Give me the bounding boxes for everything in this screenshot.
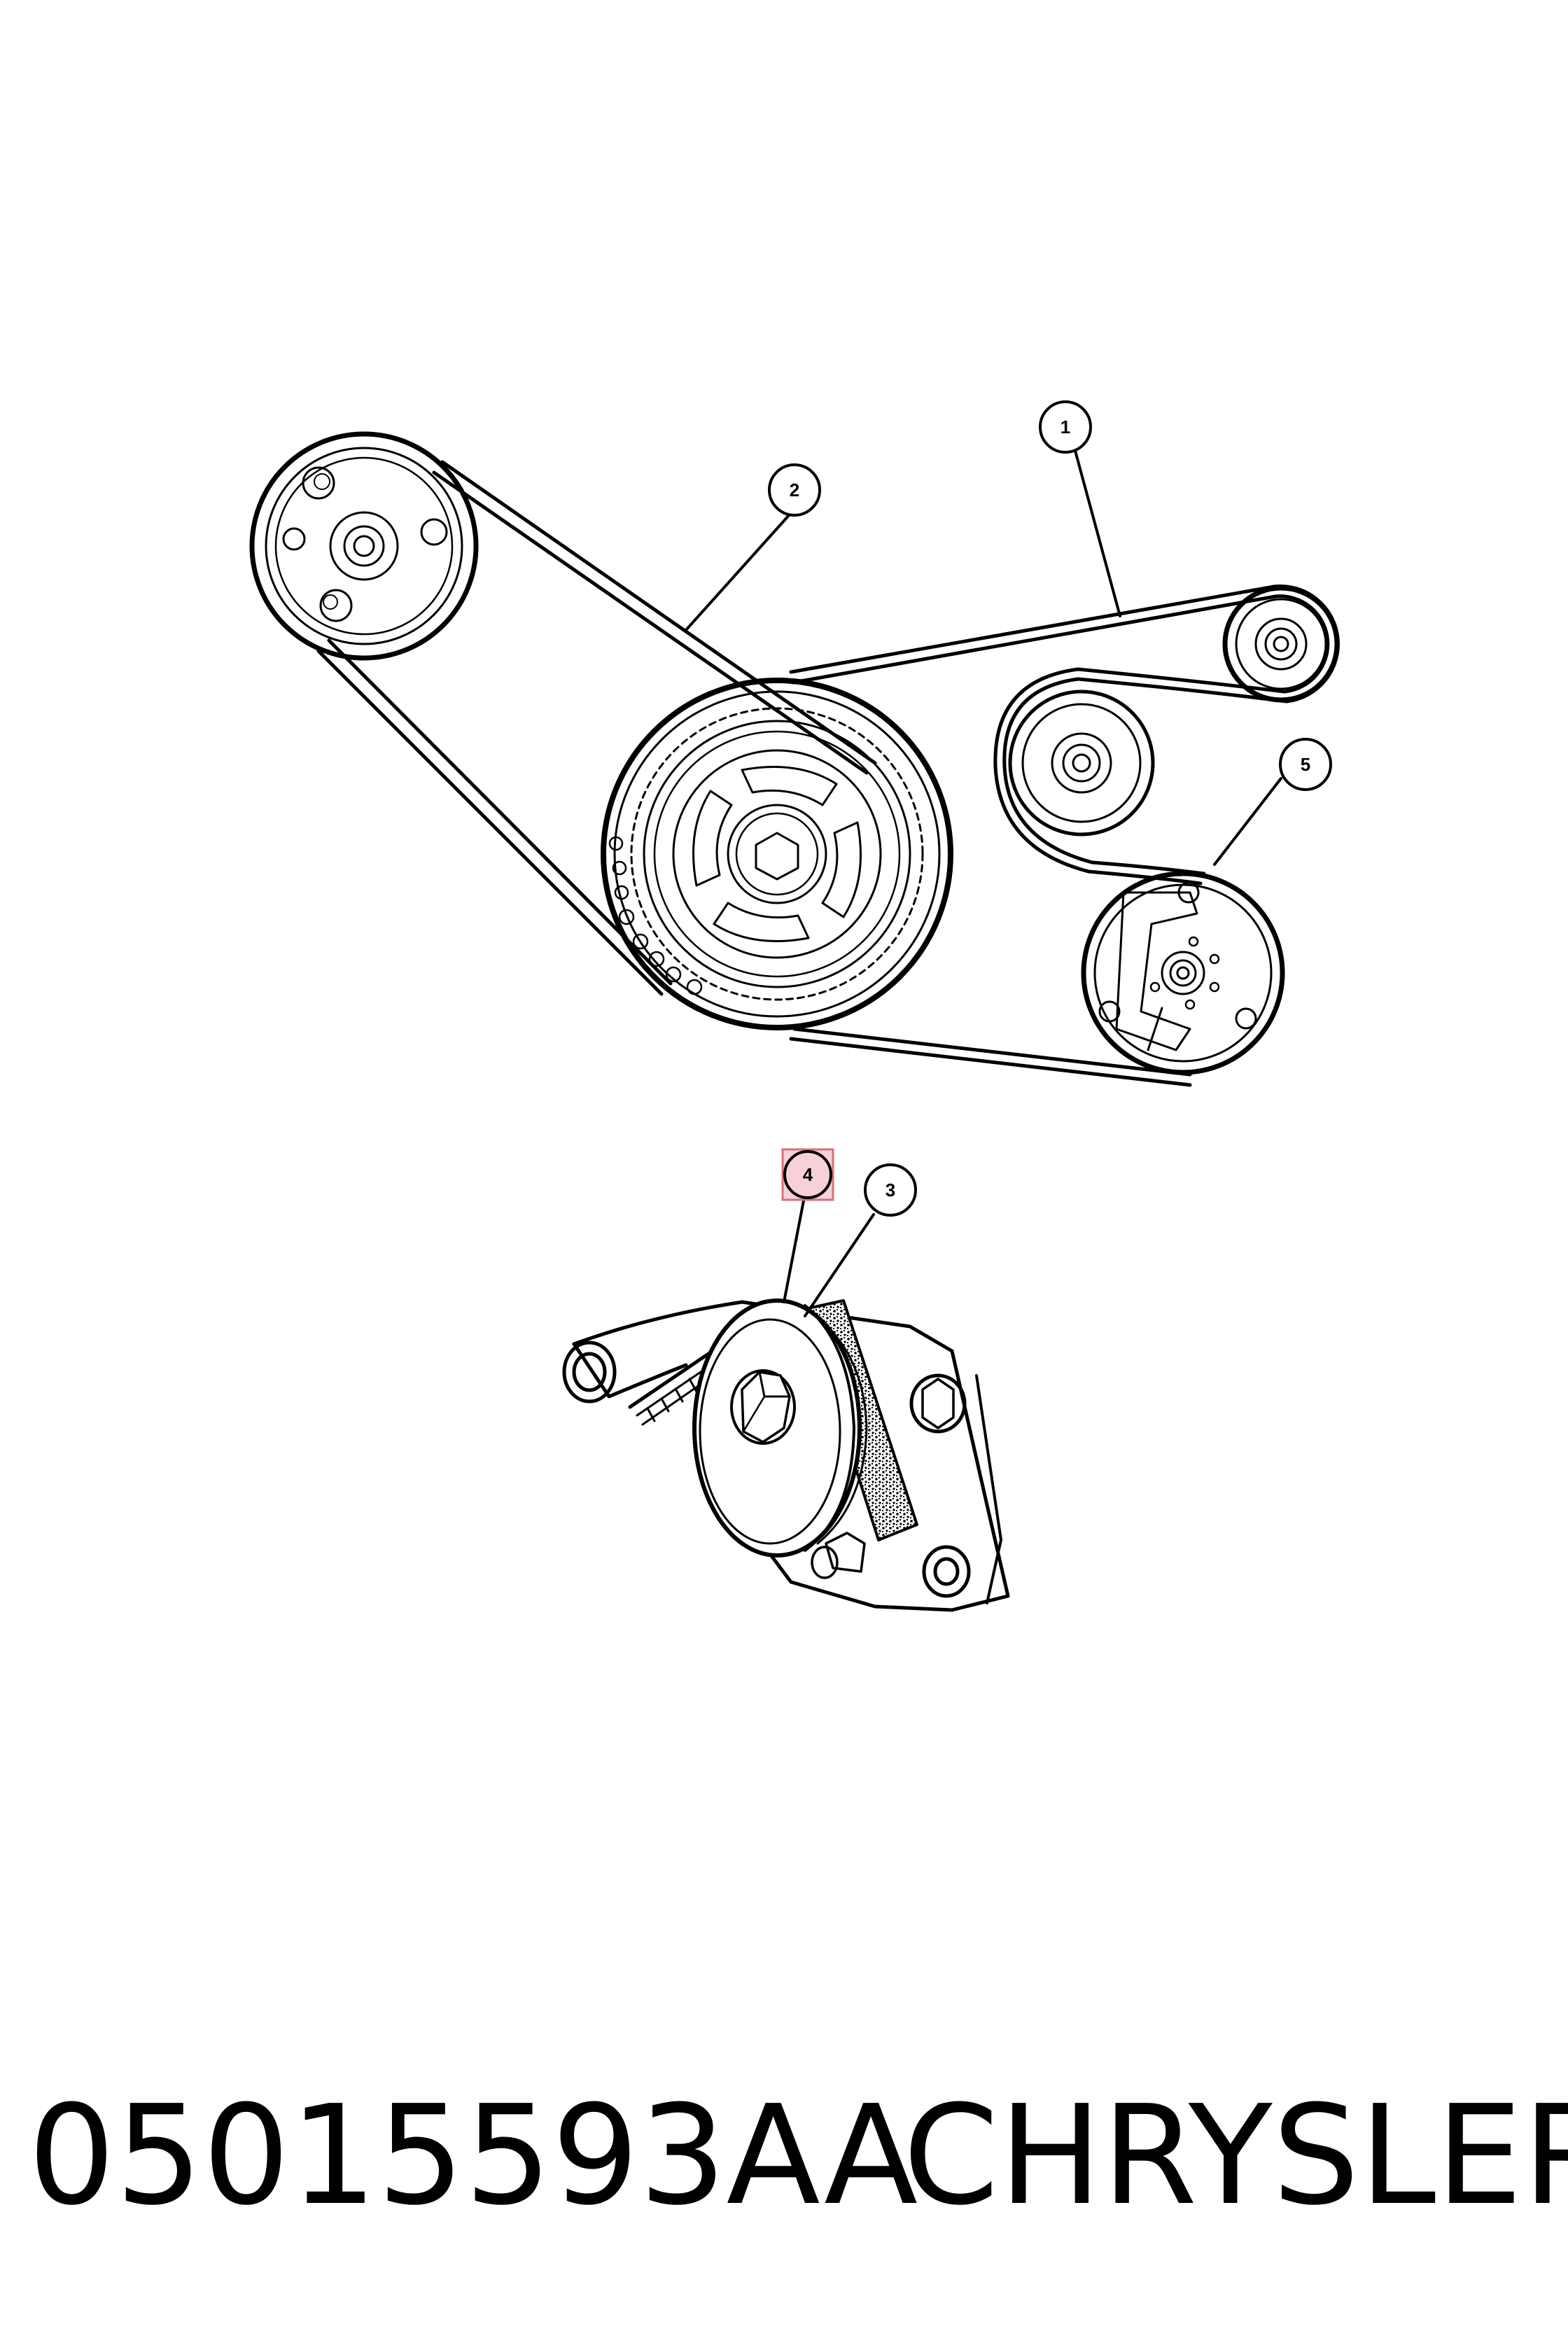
upper-left-pulley — [249, 431, 479, 661]
ac-compressor-pulley — [1081, 871, 1285, 1075]
upper-right-idler-pulley — [1222, 585, 1340, 703]
leader-line-3 — [804, 1213, 875, 1317]
tensioner-pulley — [692, 1298, 868, 1558]
callout-1[interactable]: 1 — [1039, 400, 1092, 454]
callout-5-label: 5 — [1301, 754, 1310, 775]
callout-2-label: 2 — [790, 479, 799, 500]
leader-line-5 — [1213, 777, 1282, 866]
leader-line-4 — [783, 1192, 806, 1303]
callout-4-label: 4 — [803, 1164, 813, 1185]
callout-1-label: 1 — [1060, 416, 1070, 438]
callout-3[interactable]: 3 — [864, 1163, 917, 1217]
leader-line-2 — [685, 506, 797, 631]
callout-3-label: 3 — [886, 1180, 895, 1200]
belt-2-power-steering — [316, 460, 877, 996]
part-number: 05015593AA — [28, 2076, 918, 2236]
callout-5[interactable]: 5 — [1279, 738, 1332, 791]
middle-idler-pulley — [1008, 690, 1155, 836]
crankshaft-pulley — [601, 678, 953, 1030]
belt-1-accessory-drive — [789, 584, 1340, 1087]
tensioner-arm — [562, 1300, 1010, 1612]
callout-2[interactable]: 2 — [768, 463, 821, 517]
leader-line-1 — [1072, 442, 1121, 617]
brand-name: CHRYSLER — [903, 2076, 1568, 2236]
callout-4-highlighted[interactable]: 4 — [781, 1148, 834, 1201]
